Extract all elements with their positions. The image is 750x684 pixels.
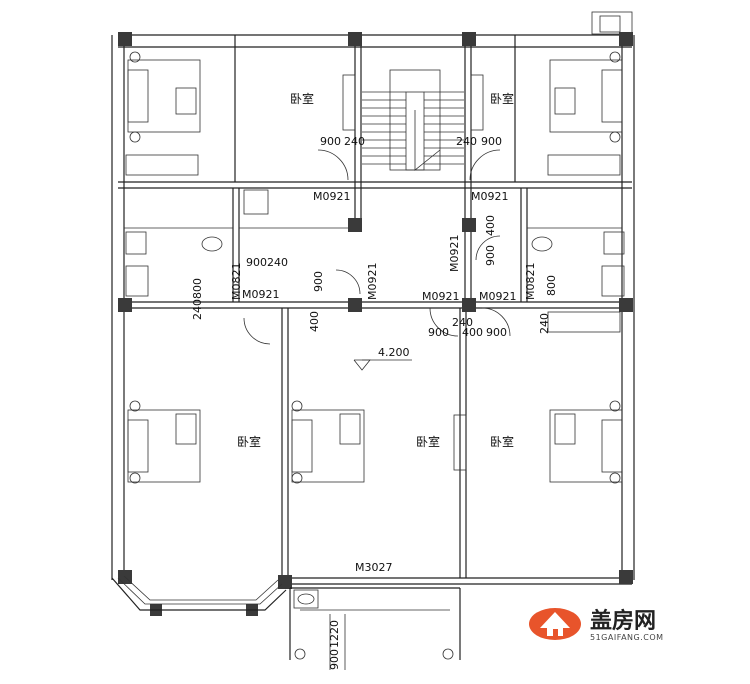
room-label-top-left: 卧室 <box>290 91 314 106</box>
dimension: 900240 <box>246 256 288 269</box>
door-label: M0921 <box>366 263 379 301</box>
dimension: 800 <box>545 275 558 296</box>
room-label-bottom-right: 卧室 <box>490 434 514 449</box>
door-label: M0821 <box>230 263 243 301</box>
structural-columns <box>118 32 633 616</box>
door-label: M0921 <box>313 190 351 203</box>
outer-walls <box>111 11 635 585</box>
door-swings <box>243 149 511 345</box>
dimension: 240 <box>456 135 477 148</box>
elevation-marker <box>353 359 412 371</box>
room-label-bottom-middle: 卧室 <box>416 434 440 449</box>
dimension: 240 <box>538 313 551 334</box>
dimension: 900 <box>320 135 341 148</box>
bed-top-right <box>549 51 623 143</box>
bed-bottom-right <box>549 400 623 484</box>
dimension: 400 <box>308 311 321 332</box>
logo-domain: 51GAIFANG.COM <box>590 633 664 642</box>
bay-window <box>111 575 287 611</box>
dimension: 900 <box>486 326 507 339</box>
dimension: 900 <box>428 326 449 339</box>
elevation-label: 4.200 <box>378 346 410 359</box>
staircase <box>362 69 464 171</box>
logo-name: 盖房网 <box>590 608 656 634</box>
door-label: M0921 <box>242 288 280 301</box>
door-label: M0821 <box>524 263 537 301</box>
wardrobes <box>125 74 621 471</box>
door-label: M0921 <box>422 290 460 303</box>
dimension: 240 <box>452 316 473 329</box>
dimension: 900 <box>328 649 341 670</box>
dimension: 900 <box>312 271 325 292</box>
balcony-door-label: M3027 <box>355 561 393 574</box>
dimension: 400 <box>484 215 497 236</box>
dimension: 400 <box>462 326 483 339</box>
room-label-top-right: 卧室 <box>490 91 514 106</box>
dimension: 900 <box>484 245 497 266</box>
bed-bottom-left <box>127 400 201 484</box>
bathroom-fixtures <box>125 189 625 297</box>
bed-top-left <box>127 51 201 143</box>
dimension: 240800 <box>191 278 204 320</box>
dimension: 240 <box>344 135 365 148</box>
balcony <box>289 587 461 670</box>
bed-bottom-middle <box>291 400 365 484</box>
house-icon <box>529 608 581 640</box>
door-label: M0921 <box>448 235 461 273</box>
dimension: 1220 <box>328 620 341 648</box>
room-label-bottom-left: 卧室 <box>237 434 261 449</box>
door-label: M0921 <box>479 290 517 303</box>
door-label: M0921 <box>471 190 509 203</box>
dimension: 900 <box>481 135 502 148</box>
site-logo[interactable]: 盖房网 51GAIFANG.COM <box>529 608 664 642</box>
